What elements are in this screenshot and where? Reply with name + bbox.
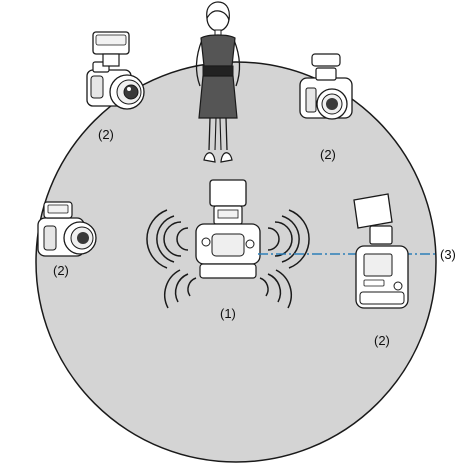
- label-range: (3): [440, 247, 456, 262]
- label-slave-right: (2): [374, 333, 390, 348]
- label-slave-left: (2): [53, 263, 69, 278]
- label-slave-top-left: (2): [98, 127, 114, 142]
- wireless-signal-arcs: [146, 209, 310, 309]
- master-camera: [195, 179, 261, 279]
- slave-camera-top-right: [299, 53, 353, 120]
- slave-camera-left: [37, 201, 97, 257]
- slave-camera-top-left: [86, 31, 145, 110]
- label-master: (1): [220, 306, 236, 321]
- subject-person: [195, 1, 241, 163]
- label-slave-top-right: (2): [320, 147, 336, 162]
- slave-camera-right: [353, 193, 409, 309]
